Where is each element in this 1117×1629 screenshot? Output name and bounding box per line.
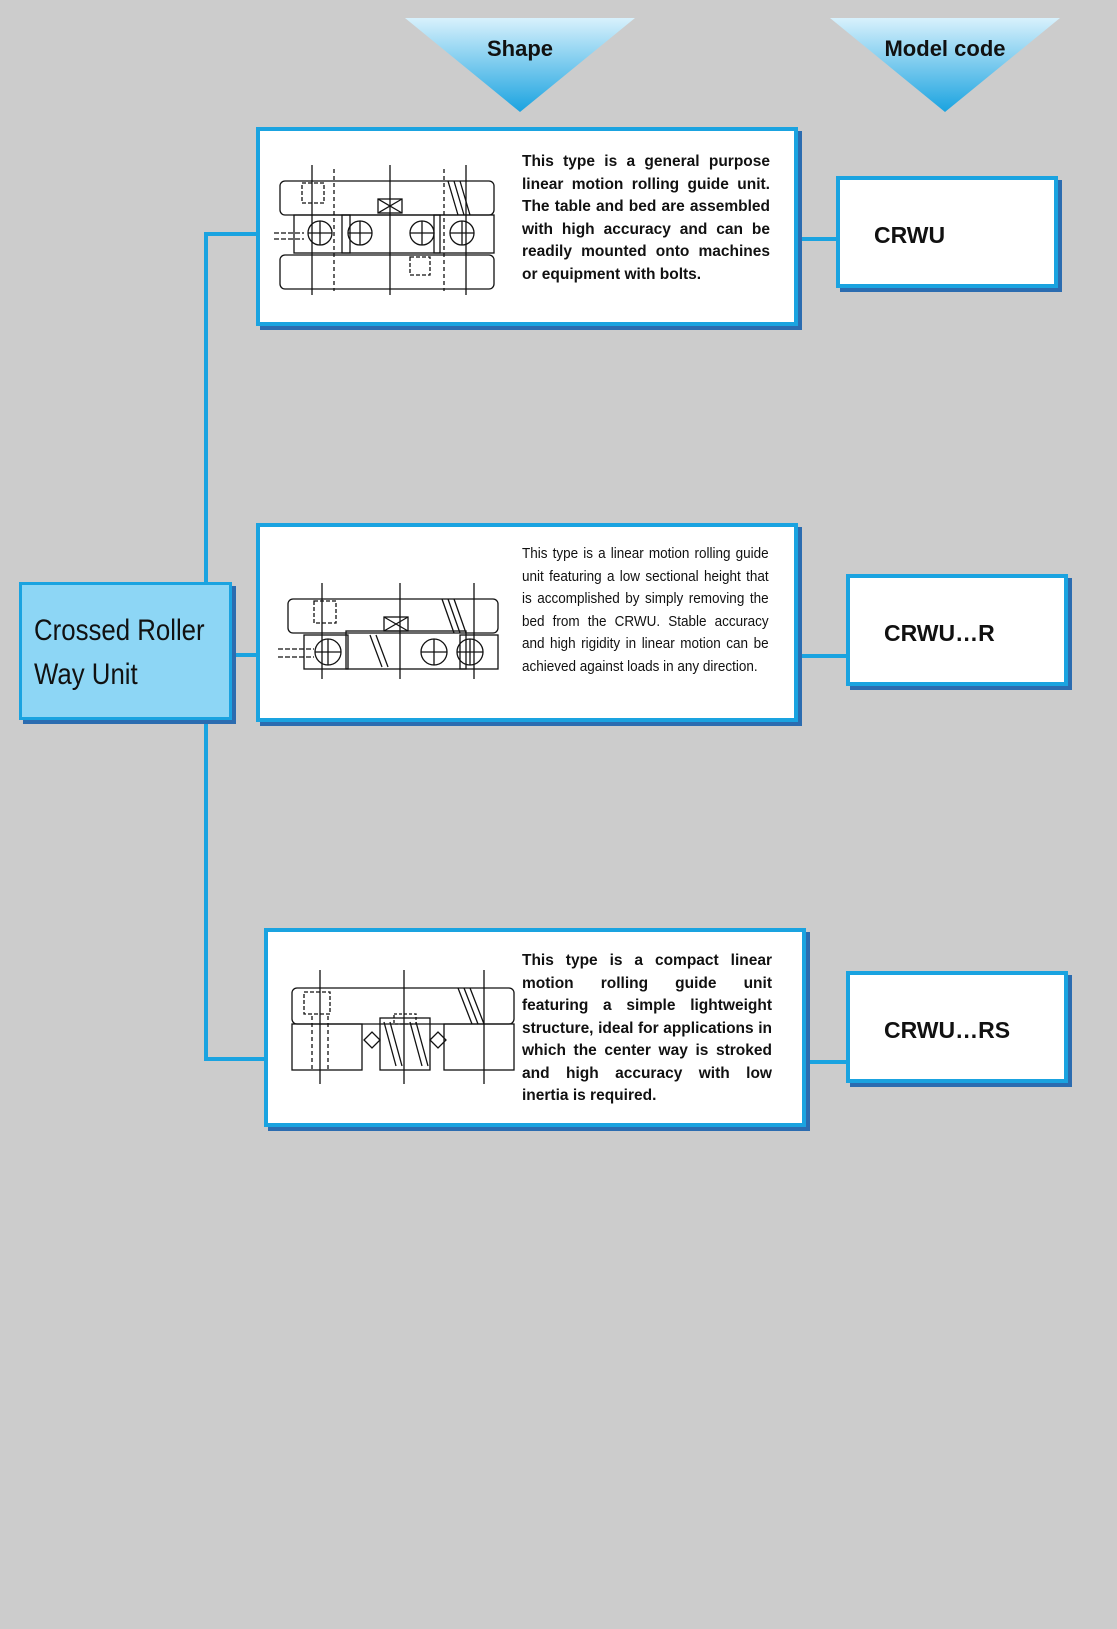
crwu-r-cross-section-drawing xyxy=(278,583,499,679)
crwu-cross-section-drawing xyxy=(274,165,495,295)
connector-code-3 xyxy=(806,1060,848,1064)
model-code-header-label: Model code xyxy=(884,36,1006,61)
model-code-column-header: Model code xyxy=(830,0,1060,112)
root-label-line-1: Crossed Roller xyxy=(34,614,205,647)
crwu-rs-cross-section-drawing xyxy=(291,970,515,1084)
root-label-line-2: Way Unit xyxy=(34,658,138,691)
model-code-crwu-rs: CRWU…RS xyxy=(884,1017,1011,1043)
connector-vertical-bottom xyxy=(204,720,208,1061)
model-code-card-crwu-rs: CRWU…RS xyxy=(846,971,1068,1083)
crwu-description: This type is a general purpose linear mo… xyxy=(522,153,770,283)
model-code-card-crwu: CRWU xyxy=(836,176,1058,288)
shape-card-crwu: This type is a general purpose linear mo… xyxy=(256,127,798,326)
header-triangle-icon xyxy=(830,18,1060,112)
connector-vertical-top xyxy=(204,232,208,582)
connector-branch-2 xyxy=(232,653,260,657)
crwu-rs-description: This type is a compact linear motion rol… xyxy=(522,952,772,1104)
header-triangle-icon xyxy=(405,18,635,112)
crwu-r-description: This type is a linear motion rolling gui… xyxy=(522,545,769,675)
connector-code-1 xyxy=(798,237,838,241)
connector-branch-3 xyxy=(204,1057,268,1061)
model-code-crwu: CRWU xyxy=(874,222,946,248)
shape-card-crwu-rs: This type is a compact linear motion rol… xyxy=(264,928,806,1127)
model-code-card-crwu-r: CRWU…R xyxy=(846,574,1068,686)
model-code-crwu-r: CRWU…R xyxy=(884,620,995,646)
shape-header-label: Shape xyxy=(486,36,554,61)
connector-code-2 xyxy=(798,654,848,658)
connector-branch-1 xyxy=(204,232,260,236)
shape-column-header: Shape xyxy=(405,0,635,112)
shape-card-crwu-r: This type is a linear motion rolling gui… xyxy=(256,523,798,722)
